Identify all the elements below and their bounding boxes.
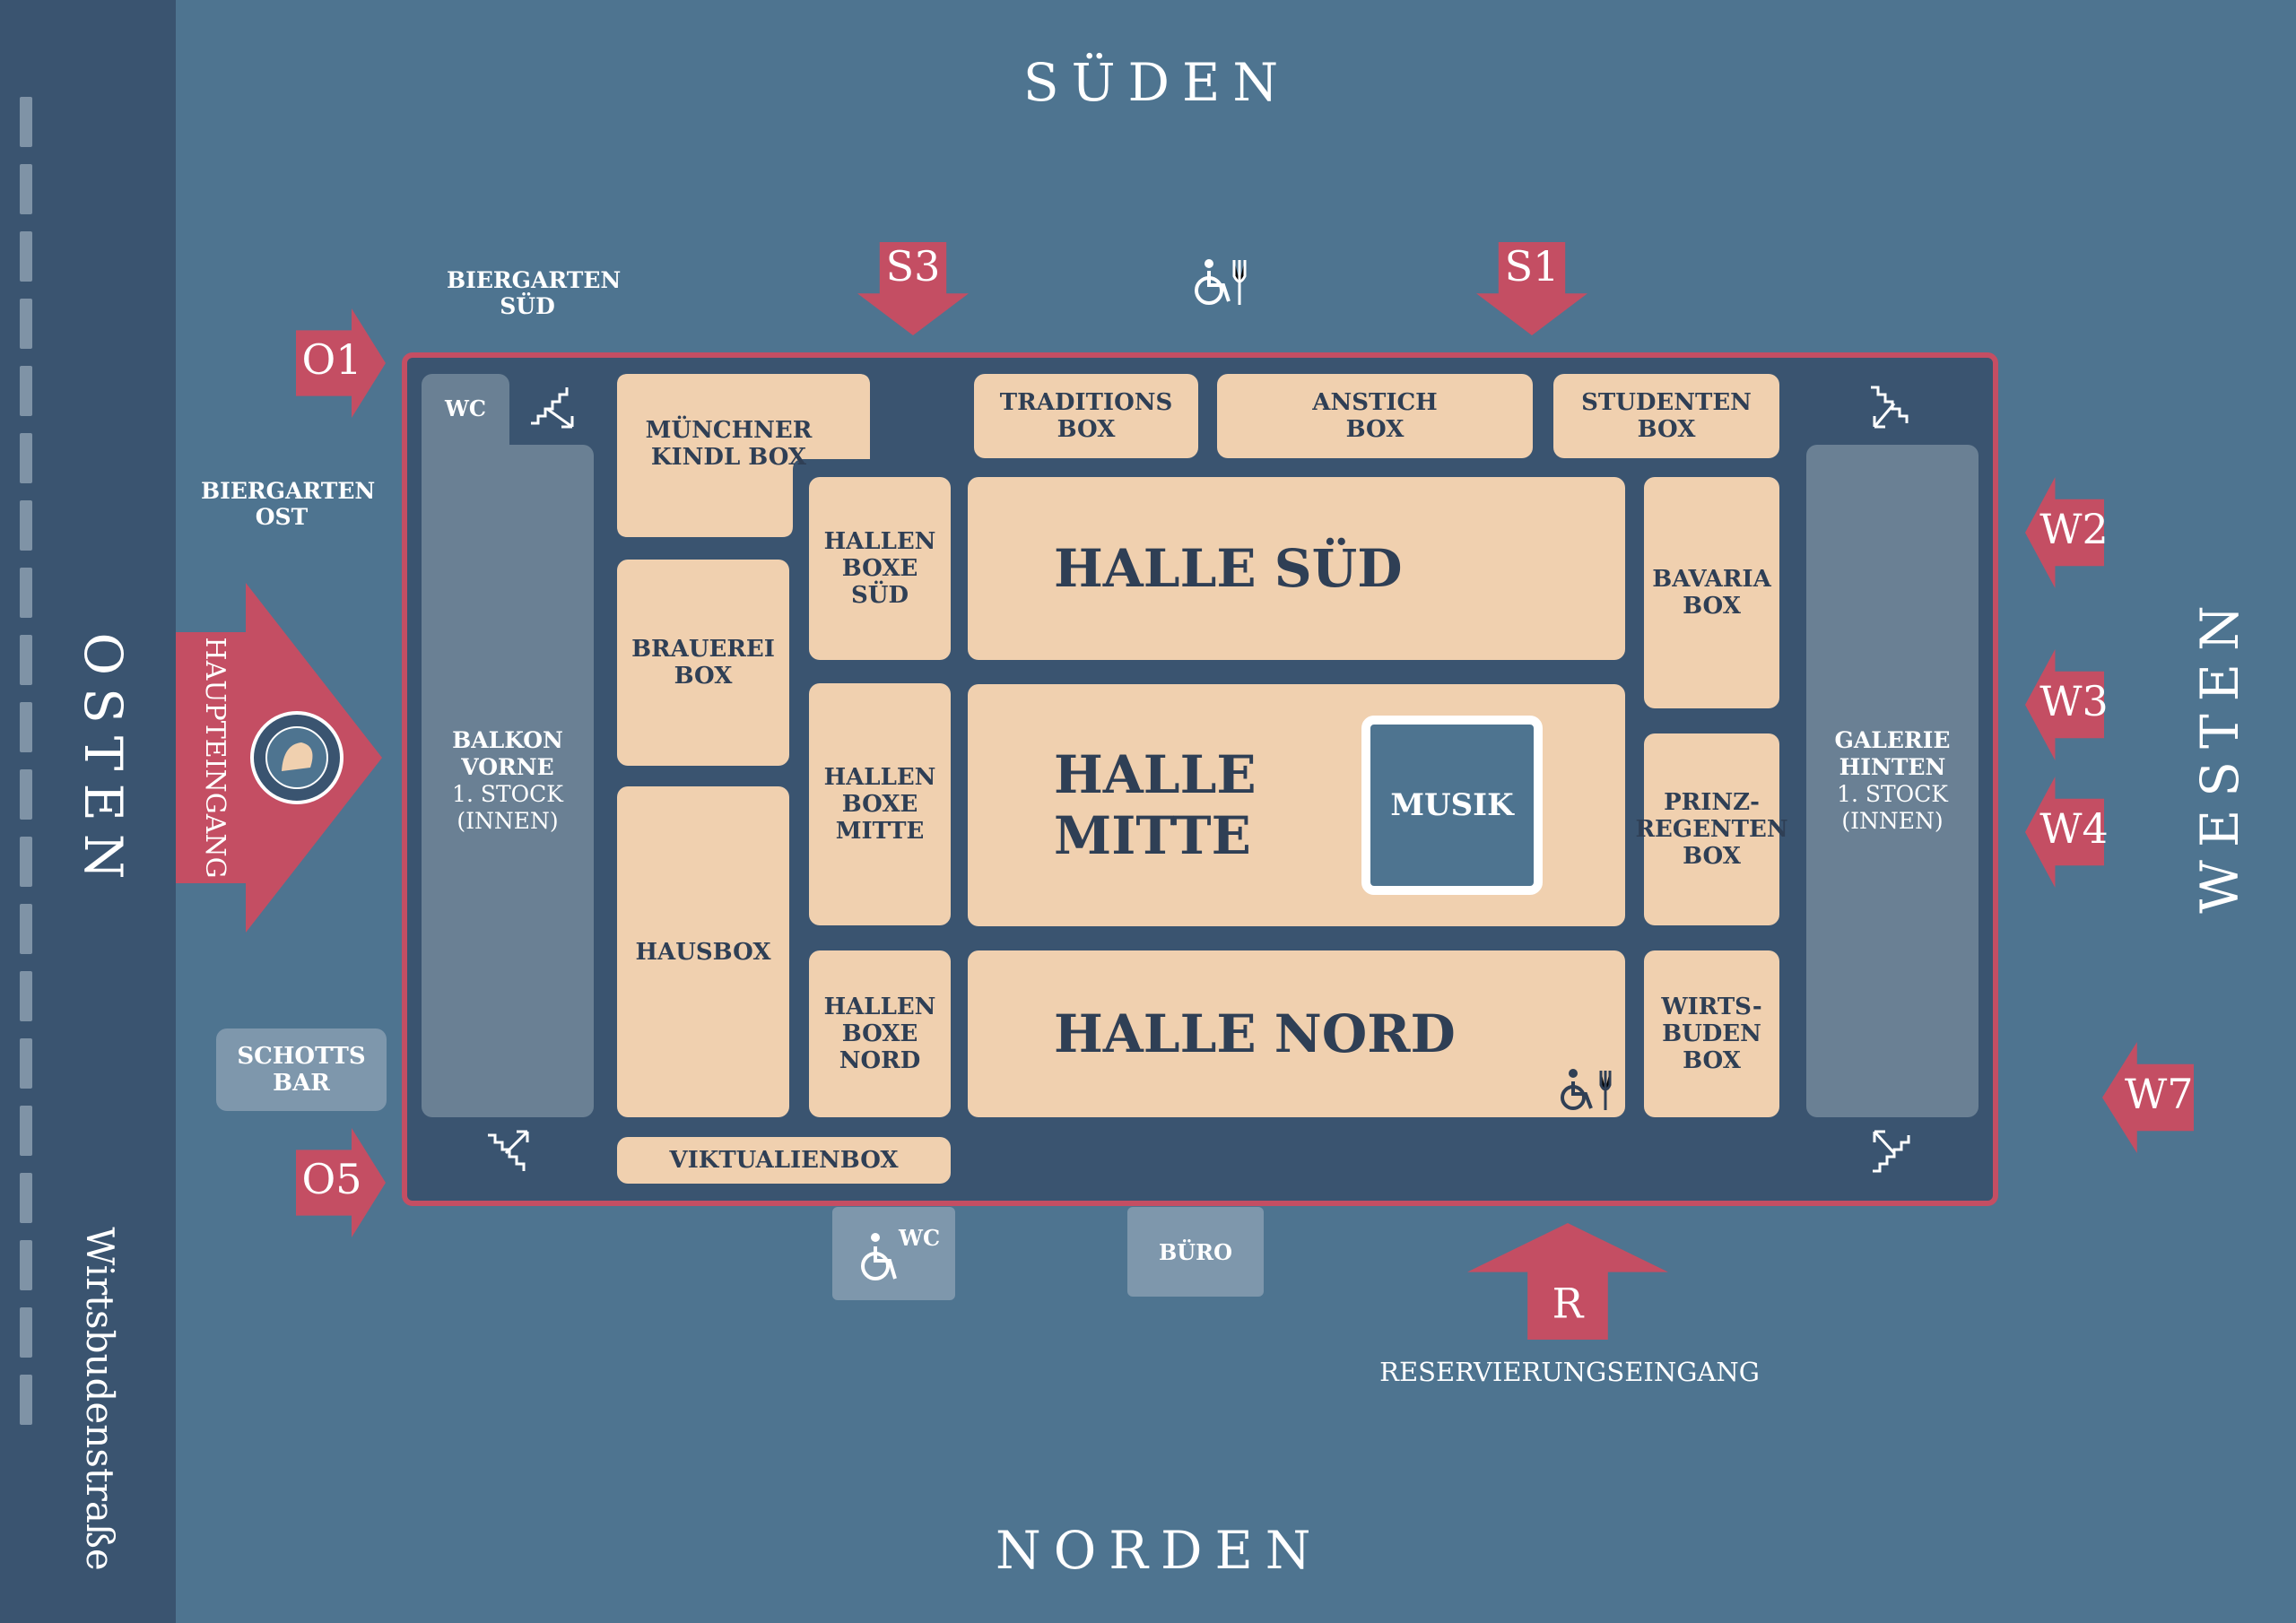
muenchner-kindl-label: MÜNCHNER KINDL BOX [645, 417, 813, 471]
halle-nord[interactable]: HALLE NORD [968, 950, 1625, 1117]
hallen-boxe-sued[interactable]: HALLEN BOXE SÜD [809, 477, 951, 660]
hallen-boxe-mitte[interactable]: HALLEN BOXE MITTE [809, 683, 951, 925]
galerie-line-1: GALERIE [1834, 727, 1951, 753]
balkon-line-3: 1. STOCK [452, 781, 563, 807]
viktualienbox[interactable]: VIKTUALIENBOX [617, 1137, 951, 1184]
svg-text:Wirtsbudenstraße: Wirtsbudenstraße [78, 1227, 122, 1571]
svg-text:OSTEN: OSTEN [73, 632, 134, 891]
entrance-s1-label: S1 [1505, 242, 1560, 291]
entrance-w2-label: W2 [2039, 505, 2109, 553]
entrance-w2-arrow[interactable]: W2 [2025, 477, 2109, 588]
entrance-o1-label: O1 [302, 335, 362, 384]
street-dash [20, 702, 32, 752]
bavaria-box[interactable]: BAVARIA BOX [1644, 477, 1779, 708]
street-name: Wirtsbudenstraße [78, 1211, 122, 1587]
street-dash [20, 971, 32, 1021]
balkon-line-1: BALKON [452, 727, 563, 753]
haupteingang-arrow[interactable] [176, 583, 382, 933]
wirtsbuden-box[interactable]: WIRTS- BUDEN BOX [1644, 950, 1779, 1117]
stairs-icon-top-right [1871, 386, 1909, 429]
traditions-box[interactable]: TRADITIONS BOX [974, 374, 1198, 458]
street-dash [20, 97, 32, 147]
hallen-boxe-nord[interactable]: HALLEN BOXE NORD [809, 950, 951, 1117]
entrance-s3-arrow[interactable]: S3 [857, 242, 969, 335]
galerie-hinten[interactable]: GALERIE HINTEN 1. STOCK (INNEN) [1806, 445, 1979, 1117]
compass-west: WESTEN [2188, 593, 2260, 913]
entrance-o1-arrow[interactable]: O1 [296, 308, 386, 418]
entrance-w4-label: W4 [2039, 804, 2109, 853]
street-dash [20, 769, 32, 820]
entrance-r-arrow[interactable]: R [1467, 1223, 1668, 1340]
entrance-w3-label: W3 [2039, 677, 2109, 725]
galerie-line-3: 1. STOCK [1837, 781, 1948, 807]
stairs-icon-bottom-left [488, 1130, 529, 1171]
street-dash [20, 433, 32, 483]
halle-mitte-line-1: HALLE [1054, 744, 1257, 805]
biergarten-ost-label: BIERGARTEN OST [201, 478, 376, 530]
galerie-line-2: HINTEN [1839, 754, 1946, 780]
compass-south: SÜDEN [1022, 52, 1292, 113]
prinzregenten-box[interactable]: PRINZ- REGENTEN BOX [1635, 733, 1788, 925]
street-dash [20, 1240, 32, 1290]
street-dash [20, 1307, 32, 1358]
entrance-w7-arrow[interactable]: W7 [2102, 1042, 2194, 1153]
wc-annex-label: WC [899, 1225, 941, 1251]
street-dash [20, 1375, 32, 1425]
entrance-s3-label: S3 [886, 242, 941, 291]
entrance-r-label: R [1552, 1280, 1585, 1328]
studenten-box[interactable]: STUDENTEN BOX [1553, 374, 1779, 458]
street-dash [20, 366, 32, 416]
street-dash [20, 635, 32, 685]
balkon-vorne[interactable]: BALKON VORNE 1. STOCK (INNEN) [422, 445, 594, 1117]
street-dash [20, 164, 32, 214]
entrance-o5-arrow[interactable]: O5 [296, 1128, 386, 1237]
street-dash [20, 299, 32, 349]
street-dash [20, 231, 32, 282]
musik-stage[interactable]: MUSIK [1361, 716, 1543, 895]
halle-sued[interactable]: HALLE SÜD [968, 477, 1625, 660]
stairs-icon-top-left [531, 387, 574, 429]
hausbox[interactable]: HAUSBOX [617, 786, 789, 1117]
wc-label: WC [444, 395, 487, 421]
entrance-o5-label: O5 [302, 1155, 362, 1203]
street-dash [20, 1106, 32, 1156]
street-dash [20, 1038, 32, 1089]
entrance-w3-arrow[interactable]: W3 [2025, 649, 2109, 760]
galerie-line-4: (INNEN) [1841, 808, 1944, 834]
buero-annex[interactable]: BÜRO [1127, 1207, 1264, 1297]
balkon-line-4: (INNEN) [457, 808, 559, 834]
wheelchair-icon-south [1195, 259, 1247, 305]
entrance-w7-label: W7 [2125, 1070, 2194, 1118]
anstich-box[interactable]: ANSTICH BOX [1217, 374, 1533, 458]
compass-north: NORDEN [996, 1520, 1324, 1581]
balkon-line-2: VORNE [461, 754, 554, 780]
reservierung-label: RESERVIERUNGSEINGANG [1379, 1357, 1760, 1387]
street-dash [20, 568, 32, 618]
schotts-bar[interactable]: SCHOTTS BAR [216, 1028, 387, 1111]
street-dash [20, 837, 32, 887]
wheelchair-icon-halle-nord [1561, 1069, 1612, 1110]
brauerei-box[interactable]: BRAUEREI BOX [617, 560, 789, 766]
svg-text:WESTEN: WESTEN [2189, 593, 2250, 913]
street-dash [20, 500, 32, 551]
entrance-w4-arrow[interactable]: W4 [2025, 777, 2109, 888]
svg-text:HAUPTEINGANG: HAUPTEINGANG [199, 637, 230, 878]
stairs-icon-bottom-right [1873, 1130, 1910, 1173]
biergarten-sued-label: BIERGARTEN SÜD [447, 267, 622, 319]
haupteingang-label: HAUPTEINGANG [196, 628, 231, 888]
muenchner-kindl-shape [617, 374, 870, 537]
halle-mitte-line-2: MITTE [1054, 805, 1251, 866]
entrance-s1-arrow[interactable]: S1 [1476, 242, 1587, 335]
wc-annex[interactable]: WC [832, 1207, 955, 1300]
street-dash [20, 1173, 32, 1223]
compass-east: OSTEN [45, 628, 152, 897]
street-dash [20, 904, 32, 954]
